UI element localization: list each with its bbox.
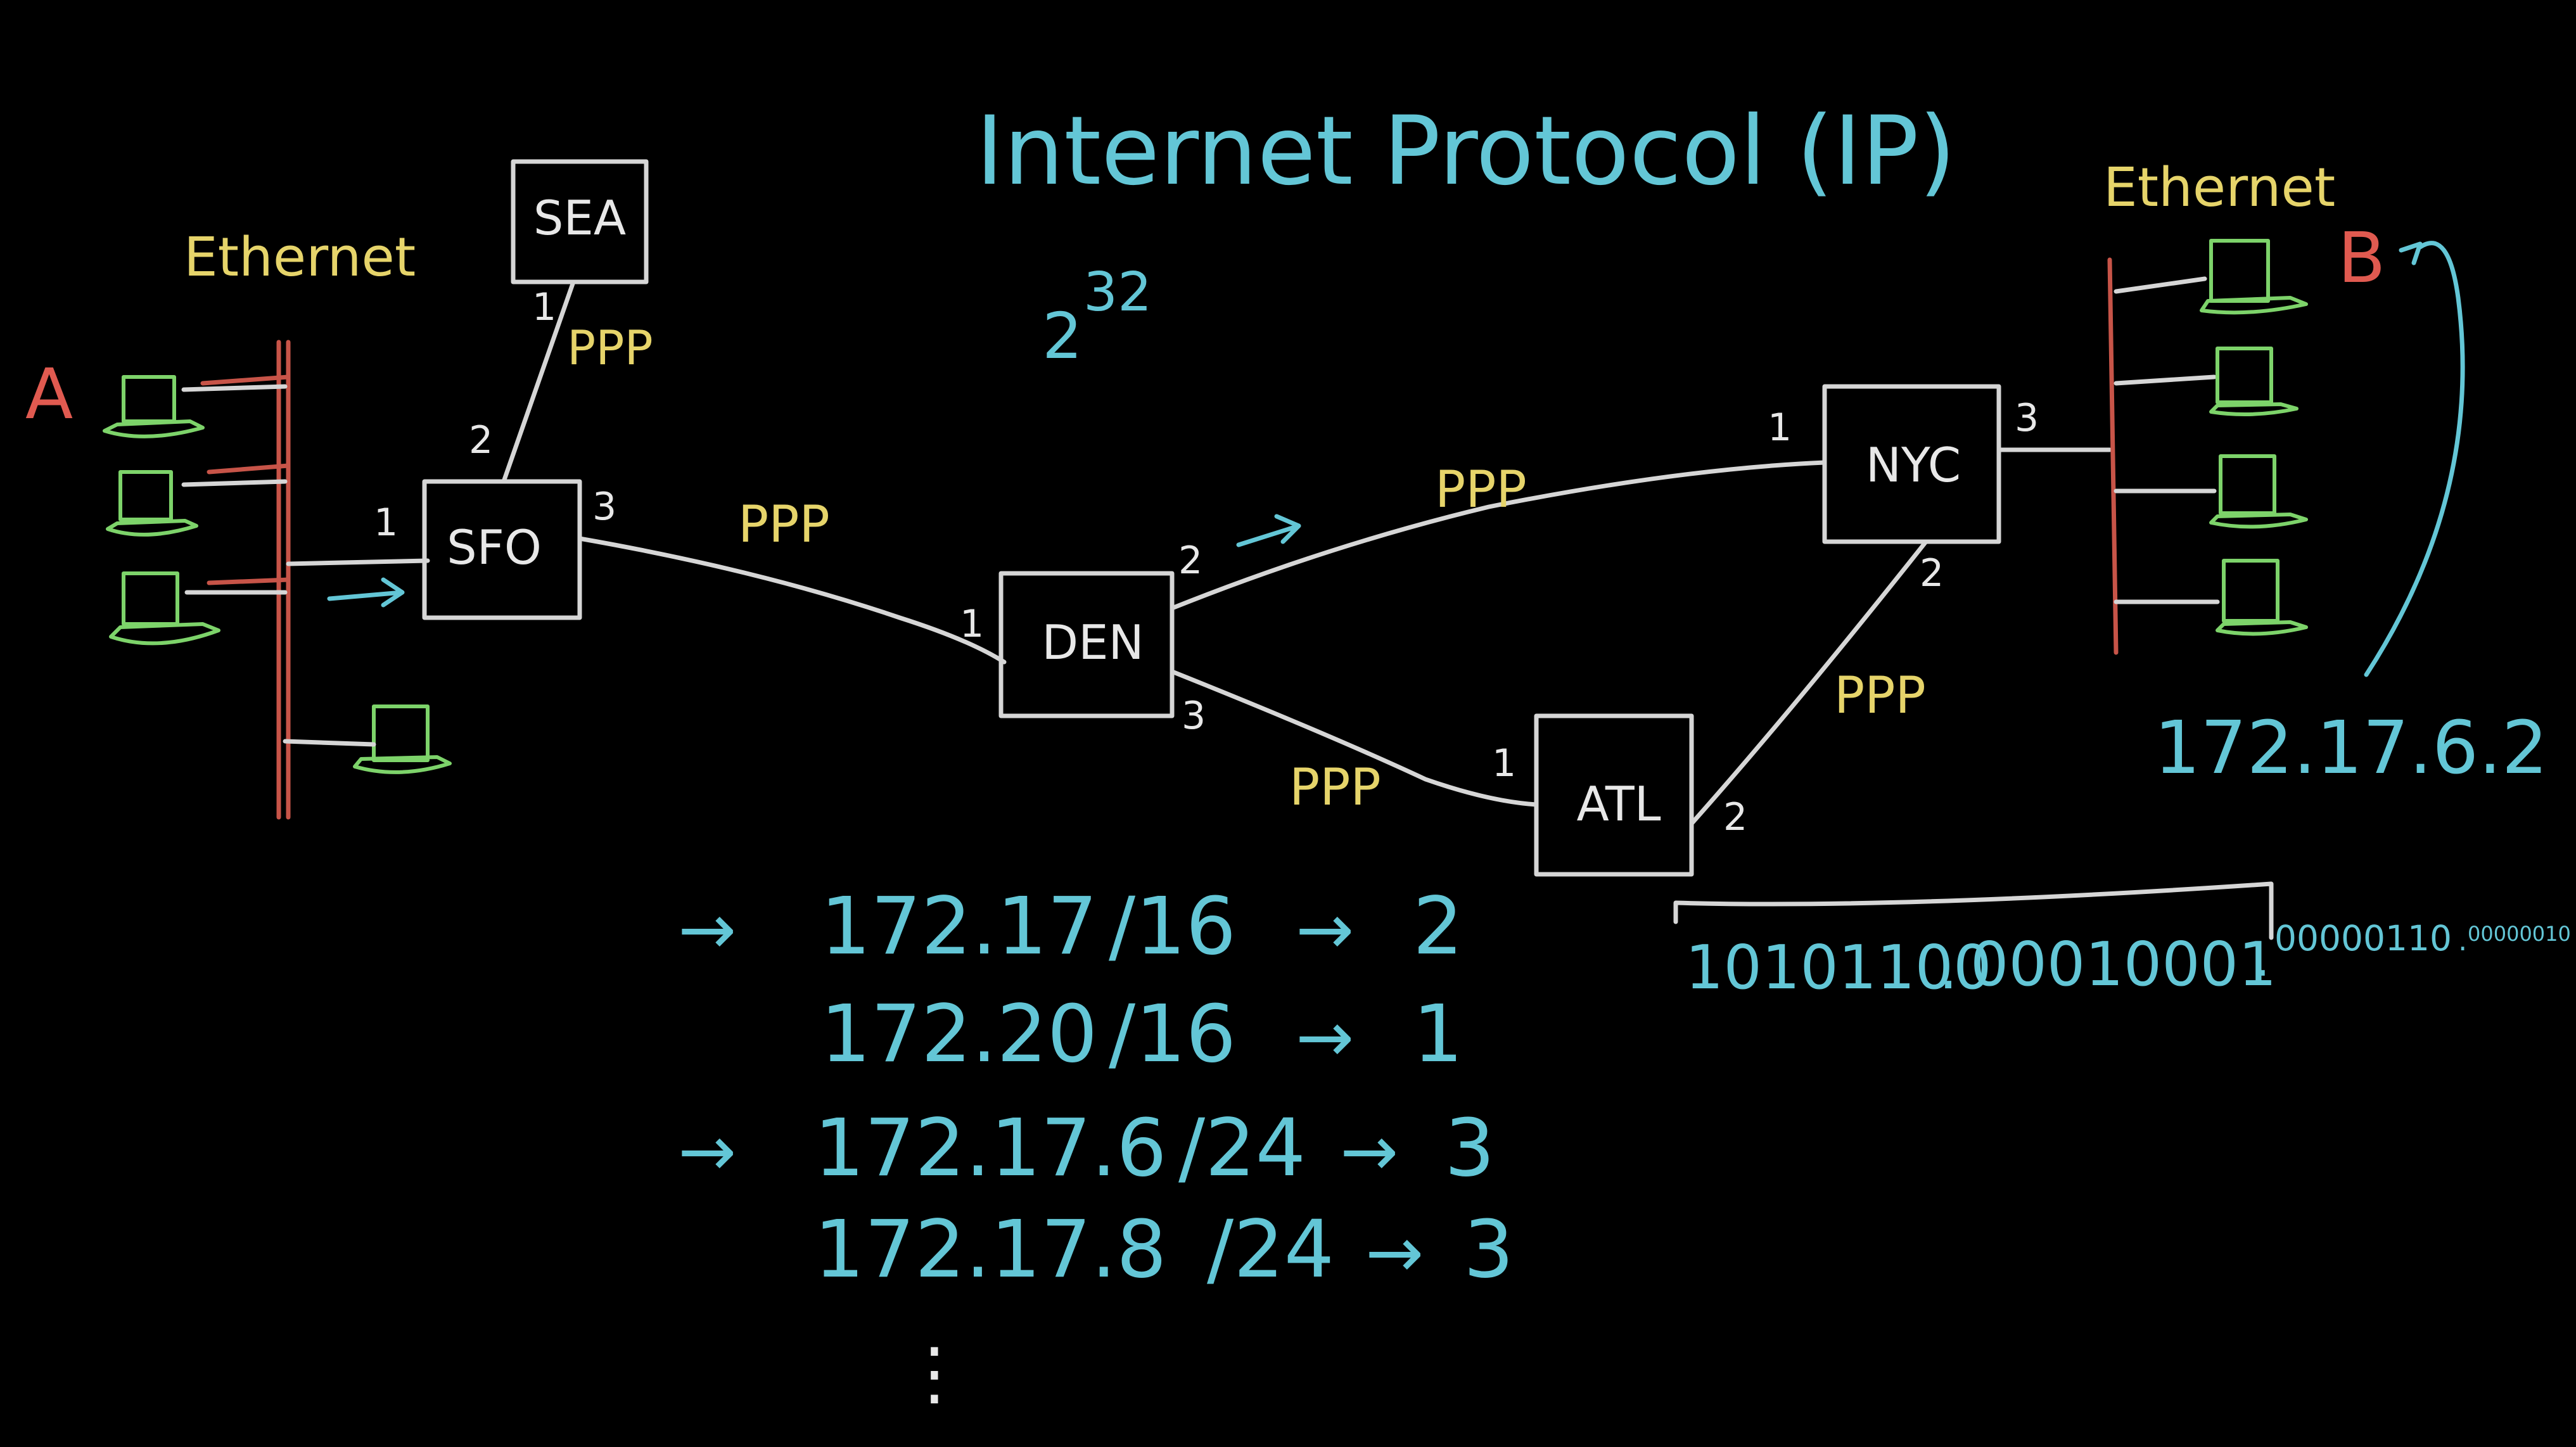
port-sfo-1: 1 xyxy=(374,500,398,545)
routing-row-port: 1 xyxy=(1413,988,1463,1080)
routing-row: 172.20 /16 → 1 xyxy=(820,988,1463,1080)
link-label-sfo-den: PPP xyxy=(738,495,830,554)
ethernet-right-label: Ethernet xyxy=(2103,156,2335,219)
computer-icon xyxy=(2209,347,2299,416)
binary-bracket xyxy=(1673,881,2274,940)
routing-row: 172.17.8 /24 → 3 xyxy=(814,1204,1514,1296)
address-pointer-arrow xyxy=(2364,241,2465,677)
computer-icon xyxy=(2216,559,2308,636)
binary-dot: . xyxy=(1939,933,1958,1003)
port-sfo-3: 3 xyxy=(592,485,616,529)
binary-octet-1: 10101100 xyxy=(1685,933,1992,1003)
routing-row-arrow: → xyxy=(1296,889,1354,970)
network-links xyxy=(501,279,2112,826)
router-nyc: NYC xyxy=(1822,384,2001,544)
routing-row-mask: /24 xyxy=(1178,1102,1306,1194)
binary-octet-2: 00010001 xyxy=(1970,930,2277,1000)
computer-icon xyxy=(2209,454,2308,529)
packet-arrow xyxy=(1236,514,1301,547)
routing-row-prefix: 172.17.8 xyxy=(814,1204,1167,1296)
binary-octet-4: 00000010 xyxy=(2468,922,2571,946)
address-b: 172.17.6.2 xyxy=(2154,706,2548,791)
routing-row-marker: → xyxy=(678,889,736,970)
routing-row-marker: → xyxy=(678,1111,736,1192)
packet-arrow xyxy=(327,577,405,608)
port-nyc-2: 2 xyxy=(1920,551,1944,596)
link-label-atl-nyc: PPP xyxy=(1834,666,1926,725)
router-atl-label: ATL xyxy=(1576,776,1661,832)
port-numbers: 1 2 1 3 1 2 3 1 2 1 3 2 xyxy=(374,285,2039,839)
router-sea: SEA xyxy=(511,159,649,284)
ethernet-right-taps xyxy=(2114,276,2220,604)
routing-row-port: 2 xyxy=(1413,881,1463,972)
routing-row: → 172.17 /16 → 2 xyxy=(678,881,1463,972)
host-a-label: A xyxy=(25,354,73,435)
router-sfo: SFO xyxy=(422,479,582,620)
binary-address: 10101100 . 00010001 . 00000110 . 0000001… xyxy=(1685,918,2571,1003)
port-den-3: 3 xyxy=(1182,694,1206,738)
routing-table: → 172.17 /16 → 2 172.20 /16 → 1 → 172.17… xyxy=(678,881,1514,1413)
power-base: 2 xyxy=(1042,299,1083,373)
port-den-2: 2 xyxy=(1178,539,1202,583)
routing-table-ellipsis: ⋮ xyxy=(900,1332,969,1413)
router-atl: ATL xyxy=(1534,713,1694,877)
computer-icon xyxy=(109,571,220,646)
routing-row-arrow: → xyxy=(1365,1212,1424,1293)
routing-row-mask: /16 xyxy=(1109,881,1236,972)
binary-octet-3: 00000110 xyxy=(2274,918,2452,959)
port-sea-1: 1 xyxy=(532,285,556,329)
port-atl-1: 1 xyxy=(1492,741,1516,786)
router-sea-label: SEA xyxy=(533,190,626,246)
ethernet-left-label: Ethernet xyxy=(184,226,416,289)
computer-icon xyxy=(353,704,452,774)
power-exponent: 32 xyxy=(1083,261,1152,324)
diagram-title: Internet Protocol (IP) xyxy=(976,96,1956,207)
routing-row-mask: /16 xyxy=(1109,988,1236,1080)
ethernet-left-taps xyxy=(181,374,430,747)
router-den: DEN xyxy=(998,571,1175,718)
routing-row-prefix: 172.17.6 xyxy=(814,1102,1167,1194)
router-sfo-label: SFO xyxy=(447,520,542,575)
routing-row-prefix: 172.20 xyxy=(820,988,1097,1080)
port-nyc-1: 1 xyxy=(1768,405,1792,450)
router-nyc-label: NYC xyxy=(1866,437,1961,493)
computer-icon xyxy=(2200,239,2308,315)
routing-row-port: 3 xyxy=(1444,1102,1495,1194)
ethernet-right-bus xyxy=(2107,257,2119,655)
binary-dot: . xyxy=(2255,934,2269,986)
binary-dot: . xyxy=(2458,924,2467,957)
routing-row-arrow: → xyxy=(1340,1111,1398,1192)
computer-icon xyxy=(106,470,198,537)
routing-row-port: 3 xyxy=(1463,1204,1514,1296)
port-den-1: 1 xyxy=(960,602,984,646)
host-b-label: B xyxy=(2338,217,2385,298)
link-label-sea-sfo: PPP xyxy=(567,320,653,376)
computer-icon xyxy=(103,375,205,438)
port-nyc-3: 3 xyxy=(2015,396,2039,440)
routing-row-prefix: 172.17 xyxy=(820,881,1097,972)
routing-row: → 172.17.6 /24 → 3 xyxy=(678,1102,1495,1194)
link-label-den-nyc: PPP xyxy=(1435,460,1527,519)
port-atl-2: 2 xyxy=(1723,795,1747,839)
link-label-den-atl: PPP xyxy=(1289,758,1381,817)
routing-row-arrow: → xyxy=(1296,997,1354,1078)
routing-row-mask: /24 xyxy=(1207,1204,1334,1296)
router-den-label: DEN xyxy=(1042,615,1144,670)
port-sfo-2: 2 xyxy=(469,418,493,462)
